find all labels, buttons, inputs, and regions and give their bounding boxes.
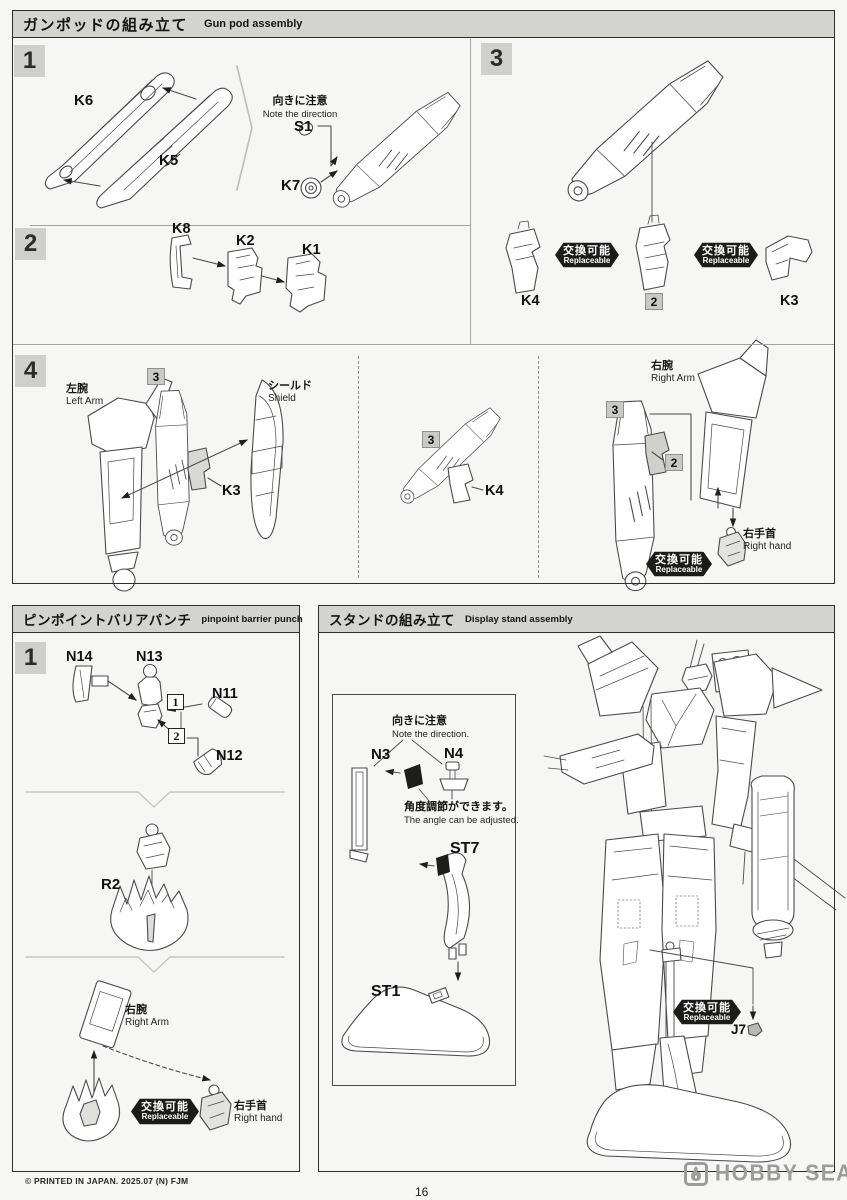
divider-chevron-2 xyxy=(25,956,285,973)
barrier-title-en: pinpoint barrier punch xyxy=(201,613,303,625)
subassembly-ref-2-step3: 2 xyxy=(645,293,663,310)
order-box-1: 1 xyxy=(167,694,184,710)
barrier-step-1-number: 1 xyxy=(15,642,46,674)
divider-step12-step3 xyxy=(470,39,472,345)
right-hand-label-barrier: 右手首 Right hand xyxy=(234,1100,283,1125)
gun-pod-s1-k7-drawing xyxy=(298,86,468,217)
note-direction-stand: 向きに注意 Note the direction. xyxy=(392,715,470,740)
part-label-k2: K2 xyxy=(236,233,255,249)
part-label-k8: K8 xyxy=(172,221,191,237)
step4-dashed-divider-2 xyxy=(538,356,539,578)
stand-section: スタンドの組み立て Display stand assembly xyxy=(318,605,835,1172)
part-label-st1: ST1 xyxy=(371,983,401,1000)
stand-arm-drawing xyxy=(586,941,792,1163)
subassembly-ref-3-step4-right: 3 xyxy=(606,401,624,418)
right-arm-label-step4: 右腕 Right Arm xyxy=(651,360,695,385)
part-label-k5: K5 xyxy=(159,152,179,169)
part-label-n11: N11 xyxy=(212,686,238,702)
part-label-j7: J7 xyxy=(731,1022,747,1037)
step4-right-drawing xyxy=(612,339,769,592)
part-label-n12: N12 xyxy=(216,748,243,764)
hobby-search-logo: HOBBY SEARCH xyxy=(684,1161,847,1186)
subassembly-ref-3-step4-left: 3 xyxy=(147,368,165,385)
divider-step3-step4 xyxy=(13,344,834,346)
part-label-k6: K6 xyxy=(74,92,94,109)
stand-inner-drawing xyxy=(341,739,491,1057)
divider-step1-step2 xyxy=(30,225,470,227)
part-label-st7: ST7 xyxy=(450,840,480,857)
barrier-punch-section: ピンポイントバリアパンチ pinpoint barrier punch xyxy=(12,605,303,1172)
step-4-number: 4 xyxy=(15,355,46,387)
gun-pod-title-en: Gun pod assembly xyxy=(204,18,303,30)
part-label-k3-step4: K3 xyxy=(222,483,241,499)
part-label-k7: K7 xyxy=(281,177,301,194)
subassembly-ref-3-step4-mid: 3 xyxy=(422,431,440,448)
k8-k2-k1-drawing xyxy=(169,234,327,313)
shield-label: シールド Shield xyxy=(268,380,312,405)
part-label-n14: N14 xyxy=(66,649,93,665)
step-1-number: 1 xyxy=(14,45,45,77)
part-label-n4: N4 xyxy=(444,745,464,762)
barrier-step1-drawing xyxy=(72,663,233,775)
barrier-punch-header: ピンポイントバリアパンチ pinpoint barrier punch xyxy=(13,606,303,633)
divider-chevron-1 xyxy=(25,791,285,808)
stand-detail-box xyxy=(332,694,516,1086)
step-3-number: 3 xyxy=(481,43,512,75)
barrier-title-jp: ピンポイントバリアパンチ xyxy=(23,613,192,628)
part-label-k4-step4: K4 xyxy=(485,483,504,499)
step4-left-drawing xyxy=(87,377,284,592)
step1-chevron-divider xyxy=(236,65,253,191)
flame-icon xyxy=(684,1162,708,1186)
part-label-k3-step3: K3 xyxy=(780,293,799,309)
part-label-r2: R2 xyxy=(101,876,121,893)
stand-header: スタンドの組み立て Display stand assembly xyxy=(319,606,834,633)
j7-leader-drawing xyxy=(649,949,763,1037)
gun-pod-section: ガンポッドの組み立て Gun pod assembly xyxy=(12,10,835,584)
step-2-number: 2 xyxy=(15,228,46,260)
hobby-search-text: HOBBY SEARCH xyxy=(715,1161,847,1186)
gun-pod-title-jp: ガンポッドの組み立て xyxy=(23,16,189,34)
part-label-n3: N3 xyxy=(371,746,391,763)
robot-drawing xyxy=(543,635,846,1091)
part-label-k4-step3: K4 xyxy=(521,293,540,309)
stand-title-en: Display stand assembly xyxy=(465,613,573,625)
step4-dashed-divider-1 xyxy=(358,356,359,578)
page-number: 16 xyxy=(415,1185,429,1199)
copyright-text: © PRINTED IN JAPAN. 2025.07 (N) FJM xyxy=(25,1176,189,1186)
stand-title-jp: スタンドの組み立て xyxy=(329,613,455,628)
step3-drawing xyxy=(505,54,813,294)
order-box-2: 2 xyxy=(168,728,185,744)
part-label-s1: S1 xyxy=(294,118,313,135)
gun-pod-header: ガンポッドの組み立て Gun pod assembly xyxy=(13,11,834,38)
k6-k5-drawing xyxy=(44,72,233,209)
note-angle: 角度調節ができます。 The angle can be adjusted. xyxy=(404,801,519,826)
barrier-result-drawing xyxy=(62,980,232,1142)
right-hand-label-step4: 右手首 Right hand xyxy=(743,528,792,553)
left-arm-label: 左腕 Left Arm xyxy=(66,383,104,408)
part-label-k1: K1 xyxy=(302,242,321,258)
note-direction-gunpod: 向きに注意 Note the direction xyxy=(262,95,338,120)
part-label-n13: N13 xyxy=(136,649,163,665)
right-arm-label-barrier: 右腕 Right Arm xyxy=(125,1004,169,1029)
subassembly-ref-2-step4-right: 2 xyxy=(665,454,683,471)
step4-middle-drawing xyxy=(392,403,507,511)
fist-r2-drawing xyxy=(110,823,189,952)
